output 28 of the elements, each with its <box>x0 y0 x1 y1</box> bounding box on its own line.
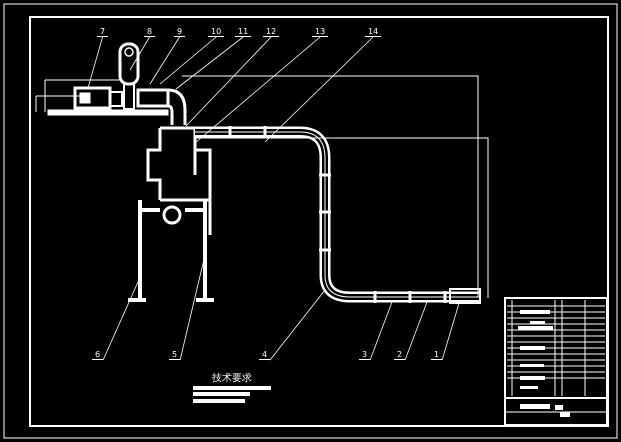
callout-number: 13 <box>312 27 328 37</box>
callout-number: 2 <box>394 350 406 360</box>
leader-line <box>370 302 392 360</box>
leader-line <box>102 282 138 360</box>
leader-line <box>150 36 180 84</box>
callout-number: 1 <box>431 350 442 360</box>
callout-number: 6 <box>92 350 104 360</box>
callout-number: 9 <box>174 27 186 37</box>
leader-line <box>264 36 374 142</box>
leader-line <box>160 36 216 84</box>
leader-line <box>186 36 272 126</box>
leader-line <box>88 36 103 88</box>
callout-number: 12 <box>263 27 280 37</box>
leader-line <box>442 300 460 360</box>
leader-line <box>176 36 244 90</box>
leader-line <box>404 302 428 360</box>
callout-number: 4 <box>259 350 270 360</box>
leader-line <box>130 36 150 70</box>
callout-number: 7 <box>97 27 108 37</box>
callout-number: 5 <box>169 350 180 360</box>
callout-number: 8 <box>144 27 156 37</box>
notes-heading: 技术要求 <box>212 373 252 385</box>
callout-number: 10 <box>208 27 224 37</box>
callout-number: 11 <box>235 27 252 37</box>
leader-line <box>194 36 320 144</box>
callout-number: 3 <box>359 350 370 360</box>
callout-number: 14 <box>365 27 382 37</box>
leader-line <box>270 290 326 360</box>
